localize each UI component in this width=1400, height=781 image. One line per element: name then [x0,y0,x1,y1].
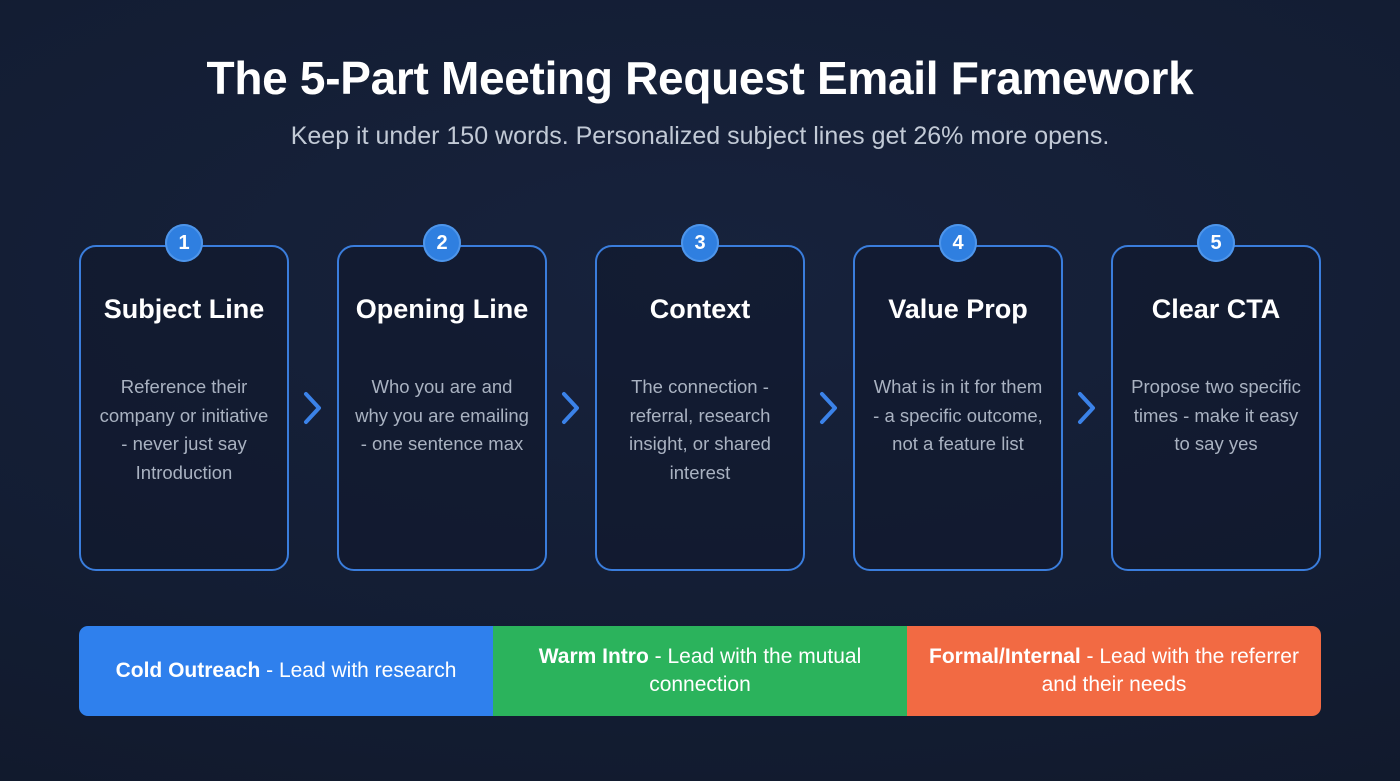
page-title: The 5-Part Meeting Request Email Framewo… [206,52,1194,104]
variant-label: Cold Outreach [115,658,261,682]
variant-text: Lead with the mutual connection [649,644,862,696]
step-description: Propose two specific times - make it eas… [1131,376,1301,455]
step-title: Context [649,294,751,324]
variant-label: Formal/Internal [929,644,1081,668]
chevron-right-icon [547,245,595,571]
step-card-1[interactable]: 1 Subject Line Reference their company o… [79,224,289,571]
step-description: Reference their company or initiative - … [99,376,269,484]
step-title: Value Prop [888,294,1028,324]
step-number-badge: 2 [423,224,461,262]
page-subtitle: Keep it under 150 words. Personalized su… [290,121,1110,150]
chevron-right-icon [805,245,853,571]
step-description: Who you are and why you are emailing - o… [355,376,529,455]
step-title: Clear CTA [1151,294,1281,324]
chevron-right-icon [289,245,337,571]
variant-label: Warm Intro [538,644,649,668]
variant-separator: - [260,658,279,682]
step-card-4[interactable]: 4 Value Prop What is in it for them - a … [853,224,1063,571]
variant-separator: - [1080,644,1100,668]
variant-text: Lead with research [278,658,457,682]
step-number-badge: 4 [939,224,977,262]
step-card-3[interactable]: 3 Context The connection - referral, res… [595,224,805,571]
step-number-badge: 1 [165,224,203,262]
page-header: The 5-Part Meeting Request Email Framewo… [0,52,1400,151]
step-description: The connection - referral, research insi… [629,376,771,484]
step-title: Subject Line [103,294,265,324]
step-description: What is in it for them - a specific outc… [873,376,1043,455]
variant-separator: - [648,644,668,668]
variant-formal-internal[interactable]: Formal/Internal - Lead with the referrer… [907,626,1321,716]
step-number-badge: 5 [1197,224,1235,262]
step-card-2[interactable]: 2 Opening Line Who you are and why you a… [337,224,547,571]
step-card-5[interactable]: 5 Clear CTA Propose two specific times -… [1111,224,1321,571]
framework-steps: 1 Subject Line Reference their company o… [79,224,1321,571]
variant-text: Lead with the referrer and their needs [1041,644,1299,696]
step-number-badge: 3 [681,224,719,262]
variant-bar: Cold Outreach - Lead with research Warm … [79,626,1321,716]
variant-warm-intro[interactable]: Warm Intro - Lead with the mutual connec… [493,626,907,716]
variant-cold-outreach[interactable]: Cold Outreach - Lead with research [79,626,493,716]
step-title: Opening Line [355,294,529,324]
chevron-right-icon [1063,245,1111,571]
